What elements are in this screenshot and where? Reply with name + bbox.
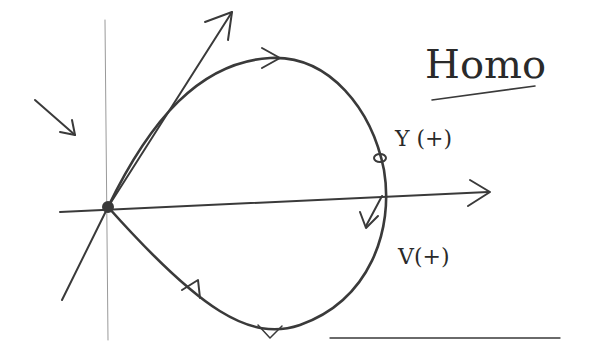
orbit-point — [374, 154, 386, 162]
vector-label: Y (+) — [395, 128, 452, 150]
pointer-arrow — [35, 100, 75, 135]
equilibrium-point — [103, 202, 113, 212]
orbit-arrowhead — [182, 280, 200, 298]
y-axis — [105, 20, 108, 340]
title-note: Homo — [425, 44, 546, 84]
axis-arrowhead — [468, 180, 490, 206]
orbit-arrowhead — [262, 48, 280, 68]
underline — [432, 86, 535, 100]
vector-label: V(+) — [398, 246, 450, 268]
homoclinic-orbit — [108, 58, 386, 329]
stable-direction — [62, 207, 108, 300]
velocity-vector — [366, 196, 382, 226]
vector-arrowhead — [360, 212, 378, 228]
underline — [330, 337, 560, 338]
orbit-tick — [258, 325, 282, 338]
pointer-arrowhead — [60, 120, 75, 135]
x-axis — [60, 192, 488, 212]
direction-arrowhead — [205, 12, 232, 40]
